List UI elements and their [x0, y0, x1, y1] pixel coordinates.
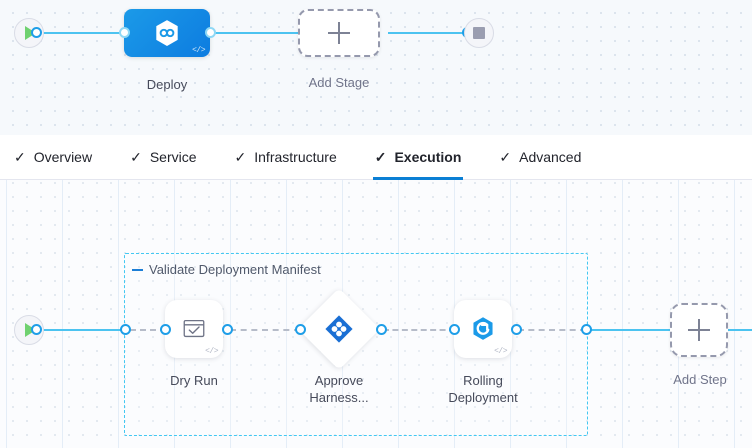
step-node-rolling-deployment[interactable]: </>: [454, 300, 512, 358]
step-connector-dryrun-approve: [230, 329, 300, 331]
step-group-header[interactable]: Validate Deployment Manifest: [132, 262, 321, 277]
step-node-dry-run-label: Dry Run: [170, 373, 218, 388]
step-node-dry-run[interactable]: </>: [165, 300, 223, 358]
step-connector-group-dryrun: [130, 329, 166, 331]
stage-connector-deploy-addstage: [212, 32, 302, 34]
add-step-button[interactable]: [670, 303, 728, 357]
step-start-node[interactable]: [14, 315, 44, 345]
deploy-output-port[interactable]: [205, 27, 216, 38]
plus-icon: [688, 319, 710, 341]
stage-config-tabbar: ✓ Overview ✓ Service ✓ Infrastructure ✓ …: [0, 135, 752, 180]
step-connector-group-addstep: [590, 329, 670, 331]
tab-infrastructure-label: Infrastructure: [254, 149, 337, 165]
stage-node-deploy-label: Deploy: [146, 77, 188, 92]
collapse-dash-icon[interactable]: [132, 268, 143, 271]
stage-connector-addstage-end: [388, 32, 468, 34]
dry-run-code-badge[interactable]: </>: [205, 347, 218, 356]
check-icon: ✓: [130, 149, 142, 165]
tab-infrastructure[interactable]: ✓ Infrastructure: [235, 135, 337, 180]
tab-overview[interactable]: ✓ Overview: [14, 135, 92, 180]
tab-service[interactable]: ✓ Service: [130, 135, 196, 180]
add-stage-label: Add Stage: [308, 75, 370, 90]
play-icon: [25, 26, 36, 40]
tab-execution[interactable]: ✓ Execution: [372, 135, 464, 180]
step-group-input-port[interactable]: [120, 324, 131, 335]
stage-start-port[interactable]: [31, 27, 42, 38]
stage-end-node[interactable]: [464, 18, 494, 48]
approve-output-port[interactable]: [376, 324, 387, 335]
execution-step-canvas[interactable]: [0, 180, 752, 448]
tab-execution-label: Execution: [394, 149, 462, 165]
deploy-input-port[interactable]: [119, 27, 130, 38]
shell-script-check-icon: [181, 316, 207, 342]
tab-advanced-label: Advanced: [519, 149, 582, 165]
step-group-title: Validate Deployment Manifest: [149, 262, 321, 277]
deploy-code-badge[interactable]: </>: [192, 46, 205, 55]
harness-approval-diamond-icon: [324, 314, 354, 344]
dry-run-output-port[interactable]: [222, 324, 233, 335]
add-step-label: Add Step: [673, 372, 727, 387]
check-icon: ✓: [234, 149, 247, 165]
check-icon: ✓: [14, 149, 26, 165]
tab-service-label: Service: [149, 149, 197, 165]
check-icon: ✓: [374, 149, 387, 165]
plus-icon: [328, 22, 350, 44]
dry-run-input-port[interactable]: [160, 324, 171, 335]
step-connector-approve-rolling: [383, 329, 455, 331]
rolling-deployment-code-badge[interactable]: </>: [494, 347, 507, 356]
stage-canvas[interactable]: </> Deploy Add Stage: [0, 0, 752, 135]
harness-hexagon-icon: [152, 18, 182, 48]
tab-advanced[interactable]: ✓ Advanced: [499, 135, 581, 180]
step-node-rolling-deployment-label: Rolling Deployment: [448, 373, 518, 405]
approve-input-port[interactable]: [295, 324, 306, 335]
step-connector-start-group: [36, 329, 126, 331]
step-connector-rolling-groupend: [518, 329, 586, 331]
stop-icon: [473, 27, 485, 39]
stage-connector-start-deploy: [36, 32, 124, 34]
step-start-port[interactable]: [31, 324, 42, 335]
rolling-output-port[interactable]: [511, 324, 522, 335]
step-node-approve-harness-label: Approve Harness...: [309, 373, 369, 405]
check-icon: ✓: [499, 149, 512, 165]
step-connector-addstep-right: [728, 329, 752, 331]
play-icon: [25, 323, 36, 337]
stage-node-deploy[interactable]: </>: [124, 9, 210, 57]
tab-overview-label: Overview: [33, 149, 93, 165]
rolling-deployment-hexagon-icon: [469, 315, 497, 343]
add-stage-button[interactable]: [298, 9, 380, 57]
rolling-input-port[interactable]: [449, 324, 460, 335]
step-group-output-port[interactable]: [581, 324, 592, 335]
